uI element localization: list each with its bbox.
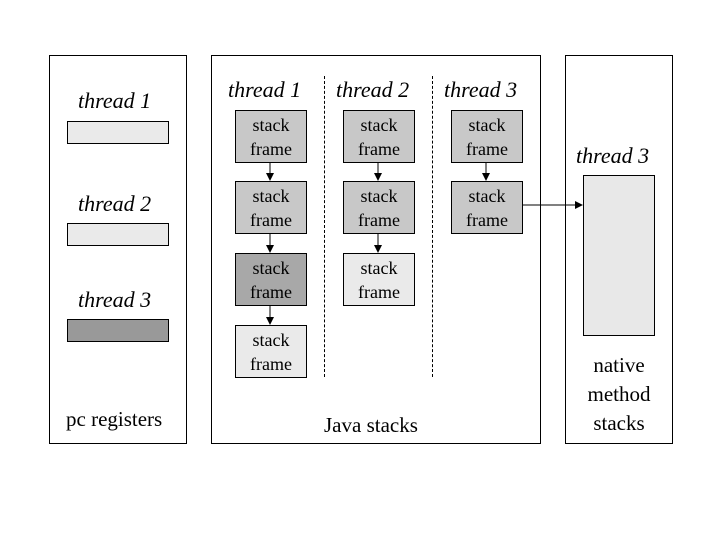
native-method-stacks-caption: native method stacks [565, 351, 673, 438]
stack-frame-t3-2: stack frame [451, 181, 523, 234]
native-caption-line-1: native [593, 353, 645, 377]
pc-register-thread-2 [67, 223, 169, 246]
pc-registers-panel [49, 55, 187, 444]
column-divider-2 [432, 76, 433, 377]
stack-frame-t2-1: stack frame [343, 110, 415, 163]
frame-line-1: stack [252, 257, 290, 278]
frame-line-2: frame [250, 138, 292, 159]
pc-registers-caption: pc registers [66, 407, 163, 431]
stack-frame-t1-3: stack frame [235, 253, 307, 306]
stack-frame-t2-3: stack frame [343, 253, 415, 306]
pc-thread-1-label: thread 1 [78, 88, 152, 113]
stack-frame-t1-1: stack frame [235, 110, 307, 163]
java-thread-3-label: thread 3 [444, 77, 518, 102]
frame-line-1: stack [468, 114, 506, 135]
stack-frame-t1-2: stack frame [235, 181, 307, 234]
frame-line-1: stack [360, 257, 398, 278]
frame-line-1: stack [360, 185, 398, 206]
frame-line-2: frame [250, 209, 292, 230]
frame-line-2: frame [358, 138, 400, 159]
frame-line-2: frame [466, 138, 508, 159]
column-divider-1 [324, 76, 325, 377]
stack-frame-t1-4: stack frame [235, 325, 307, 378]
pc-thread-3-label: thread 3 [78, 287, 152, 312]
pc-register-thread-1 [67, 121, 169, 144]
frame-line-1: stack [468, 185, 506, 206]
stack-frame-t2-2: stack frame [343, 181, 415, 234]
pc-thread-2-label: thread 2 [78, 191, 152, 216]
frame-line-2: frame [466, 209, 508, 230]
frame-line-2: frame [250, 353, 292, 374]
frame-line-1: stack [252, 185, 290, 206]
native-caption-line-3: stacks [593, 411, 645, 435]
java-thread-1-label: thread 1 [228, 77, 302, 102]
stack-frame-t3-1: stack frame [451, 110, 523, 163]
java-stacks-caption: Java stacks [324, 413, 418, 437]
frame-line-2: frame [358, 209, 400, 230]
frame-line-2: frame [358, 281, 400, 302]
frame-line-1: stack [252, 329, 290, 350]
native-thread-3-label: thread 3 [576, 143, 650, 168]
java-thread-2-label: thread 2 [336, 77, 410, 102]
pc-register-thread-3 [67, 319, 169, 342]
native-stack-thread-3 [583, 175, 655, 336]
native-caption-line-2: method [587, 382, 651, 406]
frame-line-1: stack [360, 114, 398, 135]
frame-line-2: frame [250, 281, 292, 302]
frame-line-1: stack [252, 114, 290, 135]
